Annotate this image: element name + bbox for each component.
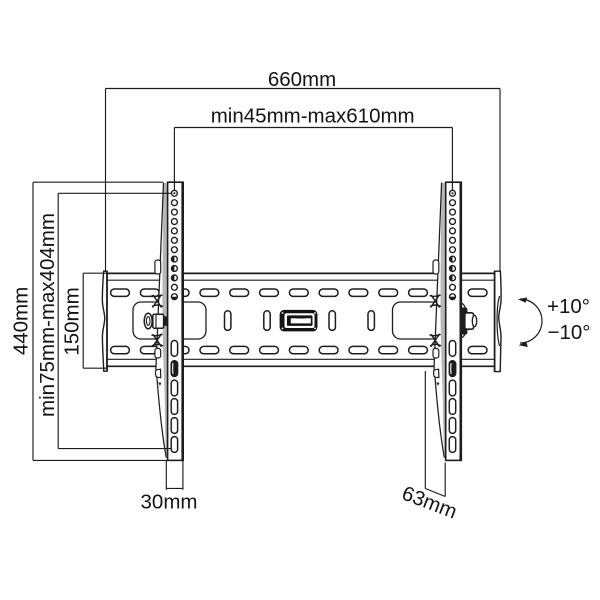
svg-text:440mm: 440mm	[10, 287, 33, 355]
svg-text:30mm: 30mm	[141, 491, 198, 514]
svg-text:+10°: +10°	[547, 295, 590, 318]
svg-text:−10°: −10°	[548, 321, 591, 344]
svg-text:660mm: 660mm	[268, 68, 336, 91]
svg-text:min75mm-max404mm: min75mm-max404mm	[36, 213, 59, 417]
svg-text:min45mm-max610mm: min45mm-max610mm	[211, 105, 415, 128]
svg-text:150mm: 150mm	[61, 287, 84, 355]
